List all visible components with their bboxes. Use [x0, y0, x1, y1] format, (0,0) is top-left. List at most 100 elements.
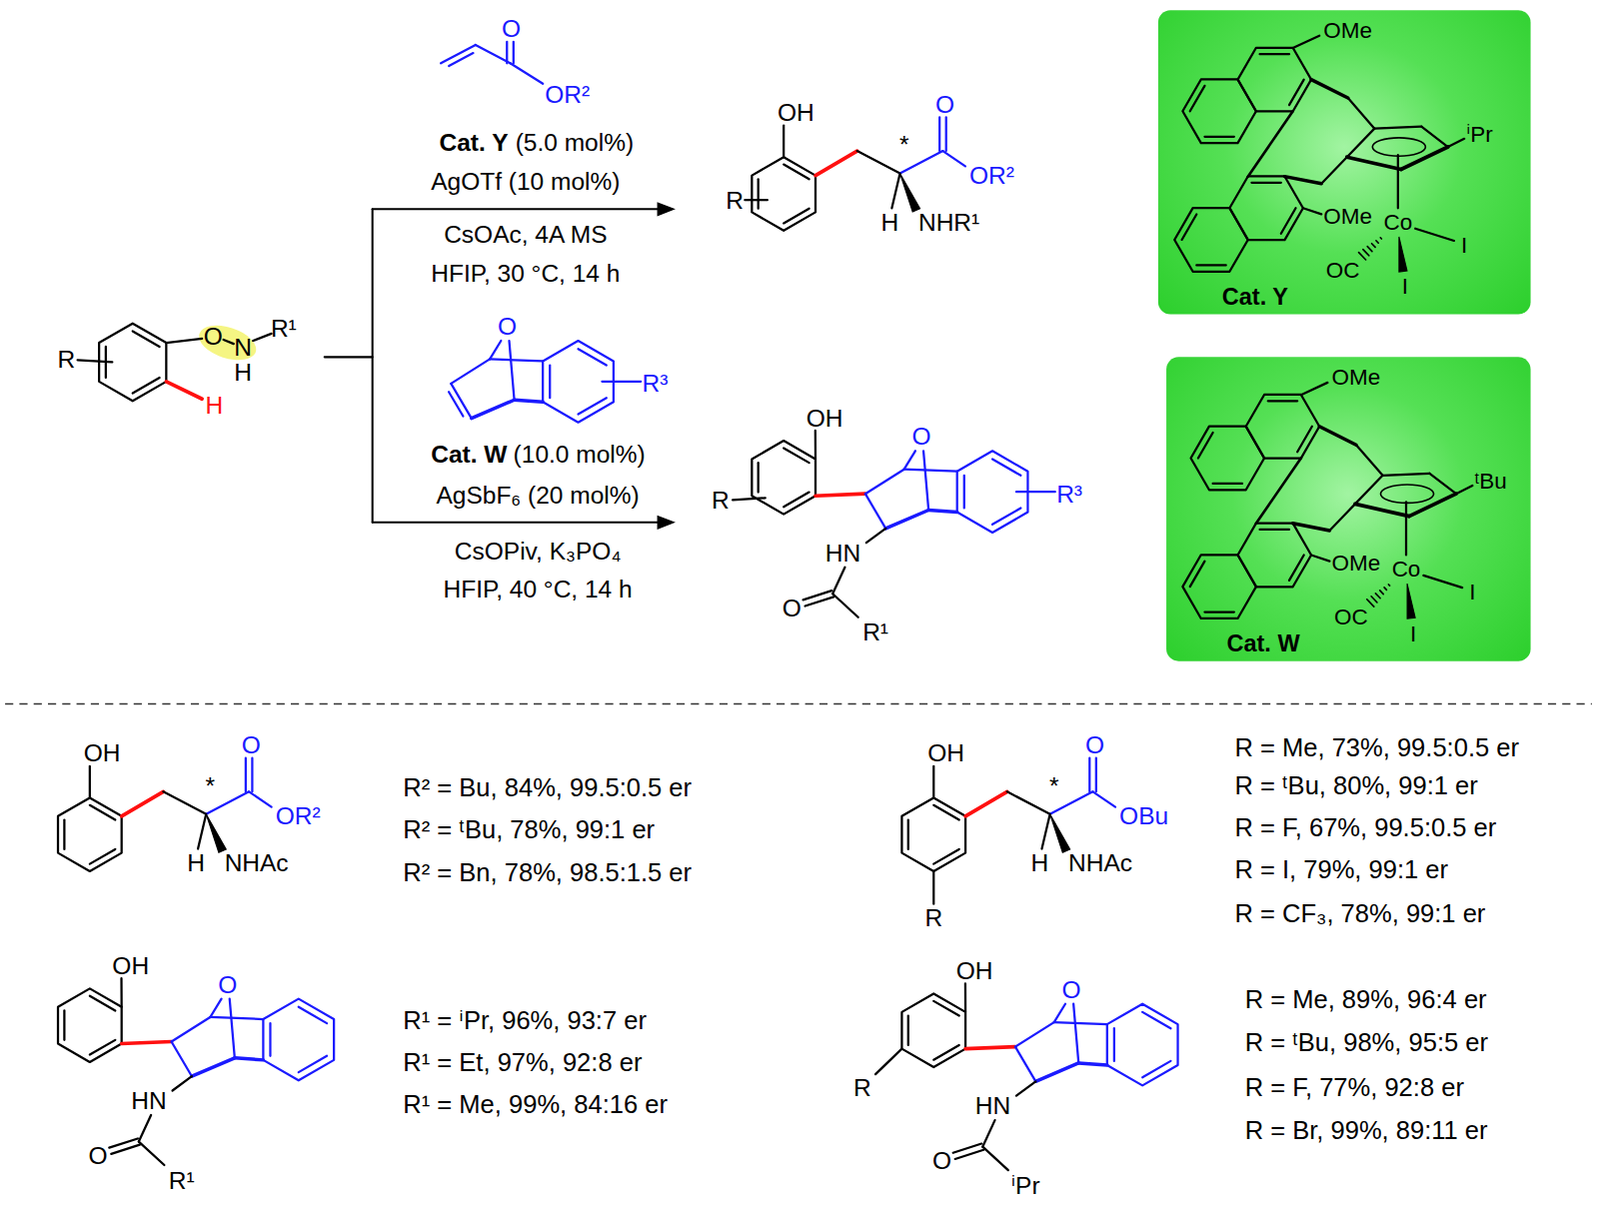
aromatic-bond	[1260, 528, 1290, 531]
aromatic-bond	[1204, 135, 1234, 138]
atom-label: Co	[1392, 556, 1422, 583]
bond-line	[1421, 126, 1449, 147]
bond-line	[1355, 503, 1410, 516]
bond-line	[928, 510, 958, 513]
aromatic-bond	[933, 1001, 959, 1017]
bond-line	[248, 791, 271, 807]
ring	[1174, 207, 1249, 272]
ring	[1182, 554, 1257, 619]
result-text: R¹ = Me, 99%, 84:16 er	[402, 1089, 668, 1119]
bond-line	[1078, 1063, 1108, 1066]
bond-line	[1293, 523, 1331, 531]
new-bond	[815, 150, 858, 176]
result-text: R² = ᵗBu, 78%, 99:1 er	[402, 814, 655, 844]
ring	[751, 440, 816, 515]
hash-bond	[1384, 587, 1387, 590]
bond-line	[1035, 1063, 1079, 1082]
bond-line	[1016, 490, 1056, 493]
aromatic-bond	[963, 475, 966, 509]
bond-line	[1374, 126, 1422, 129]
atom-label: H	[205, 390, 224, 419]
result-text: R² = Bn, 78%, 98.5:1.5 er	[402, 857, 692, 887]
aromatic-bond	[783, 208, 809, 224]
bond-line	[1348, 97, 1376, 129]
aromatic-bond	[1297, 426, 1313, 452]
bond-line	[1041, 814, 1050, 850]
bond-line	[475, 44, 511, 63]
hash-bond	[1375, 593, 1381, 599]
result-text: R = ᵗBu, 98%, 95:5 er	[1245, 1028, 1489, 1058]
bond-line	[1054, 1022, 1108, 1025]
bond-line	[1285, 176, 1323, 184]
atom-label: R³	[642, 369, 669, 398]
molecule	[448, 340, 641, 423]
hash-bond	[1371, 596, 1378, 603]
atom-label: R	[725, 185, 744, 214]
hash-bond	[1359, 252, 1367, 260]
double-bond	[805, 596, 835, 606]
catalyst-structure	[1174, 35, 1465, 272]
double-bond	[244, 758, 247, 793]
result-text: R = F, 77%, 92:8 er	[1245, 1073, 1465, 1103]
ring	[1238, 47, 1313, 112]
atom-label: H	[1031, 849, 1050, 878]
atom-label: N	[233, 332, 252, 361]
molecule	[875, 983, 1178, 1171]
bond-line	[832, 593, 859, 617]
result-text: R = F, 67%, 99.5:0.5 er	[1234, 812, 1497, 842]
bond-line	[732, 497, 766, 500]
new-bond	[965, 1047, 1016, 1050]
bond-line	[1293, 35, 1321, 48]
new-bond	[121, 1041, 172, 1044]
hash-bond	[1363, 249, 1370, 256]
atom-label: OH	[927, 738, 965, 767]
bond-line	[832, 567, 845, 595]
condition-text: HFIP, 30 °C, 14 h	[430, 259, 620, 288]
aromatic-bond	[89, 849, 115, 865]
aromatic-bond	[992, 507, 1021, 524]
aromatic-bond	[89, 996, 115, 1012]
atom-label: O	[501, 14, 521, 43]
c-h-bond	[165, 381, 202, 399]
condition-text: AgSbF₆ (20 mol%)	[435, 480, 639, 509]
bond-line	[229, 999, 235, 1059]
aromatic-bond	[1190, 85, 1206, 111]
separator-line	[4, 703, 1593, 706]
bond-line	[119, 978, 122, 1008]
atom-label: NHR¹	[918, 208, 980, 237]
bond-line	[234, 1058, 264, 1061]
ring	[751, 156, 816, 231]
wedge-bond	[900, 173, 921, 212]
bond-line	[875, 1049, 902, 1076]
ring	[1182, 78, 1257, 143]
aromatic-bond	[907, 820, 910, 850]
wedge-bond	[1050, 814, 1071, 853]
ring	[1229, 175, 1304, 240]
bond-line	[1301, 382, 1329, 395]
atom-label: OH	[806, 404, 844, 433]
atom-label: OMe	[1331, 550, 1381, 577]
atom-label: *	[205, 771, 216, 800]
bond-line	[223, 339, 234, 344]
atom-label: OC	[1334, 604, 1369, 631]
new-bond	[965, 791, 1008, 817]
double-bond	[945, 116, 948, 151]
bond-line	[371, 208, 374, 522]
bond-line	[1248, 110, 1294, 176]
molecule	[440, 41, 543, 84]
bond-line	[171, 1041, 192, 1077]
bond-line	[489, 340, 501, 359]
molecule	[901, 758, 1116, 905]
condition-text: HFIP, 40 °C, 14 h	[443, 574, 633, 603]
double-bond	[250, 758, 253, 793]
atom-label: O	[1062, 975, 1082, 1004]
bond-line	[923, 450, 929, 510]
atom-label: OMe	[1323, 203, 1373, 230]
arrow-line	[372, 207, 662, 210]
atom-label: R³	[1056, 479, 1083, 508]
atom-label: R¹	[270, 314, 297, 343]
aromatic-bond	[783, 492, 809, 508]
arrow-head	[657, 515, 676, 530]
aromatic-bond	[1142, 1012, 1171, 1029]
result-text: R = ᵗBu, 80%, 99:1 er	[1234, 771, 1478, 801]
